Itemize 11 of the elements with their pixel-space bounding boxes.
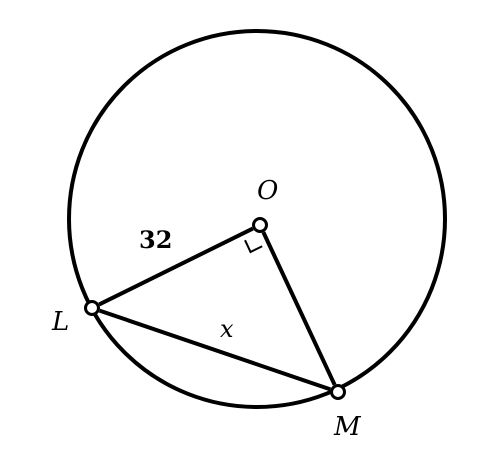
point-label: O: [257, 178, 278, 204]
point-marker: [252, 217, 268, 233]
line-segment: [98, 226, 254, 306]
line-segment: [98, 308, 332, 392]
edge-label: x: [220, 317, 234, 341]
edge-label: 32: [139, 228, 172, 252]
point-label: L: [52, 309, 70, 335]
line-segment: [262, 231, 336, 386]
point-marker: [84, 300, 100, 316]
point-marker: [330, 384, 346, 400]
point-label: M: [334, 414, 361, 440]
